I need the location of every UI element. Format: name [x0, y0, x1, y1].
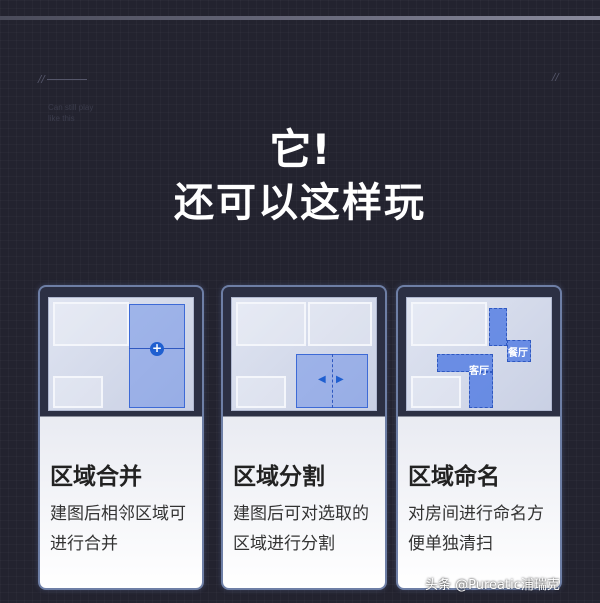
card-title: 区域命名: [408, 464, 500, 490]
plus-icon: +: [150, 341, 164, 356]
decoration-left: //: [38, 74, 87, 85]
room-label-living: 客厅: [469, 366, 489, 377]
card-area-split: ◀▶ 区域分割 建图后可对选取的区域进行分割: [221, 285, 387, 590]
card-area-merge: + 区域合并 建图后相邻区域可进行合并: [38, 285, 204, 590]
headline-line2: 还可以这样玩: [174, 180, 426, 226]
floor-plan-image: +: [48, 297, 194, 411]
watermark: 头条 @Pureatic浦瑞克: [425, 578, 560, 593]
floor-plan-image: 餐厅 客厅: [406, 297, 552, 411]
floor-plan-image: ◀▶: [231, 297, 377, 411]
card-description: 建图后可对选取的区域进行分割: [233, 504, 369, 554]
top-bar: [0, 16, 600, 20]
card-description: 对房间进行命名方便单独清扫: [408, 504, 544, 554]
card-title: 区域合并: [50, 464, 142, 490]
headline-line1: 它!: [269, 125, 331, 174]
card-title: 区域分割: [233, 464, 325, 490]
decoration-right: //: [552, 72, 559, 83]
room-label-dining: 餐厅: [508, 348, 528, 359]
card-area-naming: 餐厅 客厅 区域命名 对房间进行命名方便单独清扫: [396, 285, 562, 590]
card-description: 建图后相邻区域可进行合并: [50, 504, 186, 554]
